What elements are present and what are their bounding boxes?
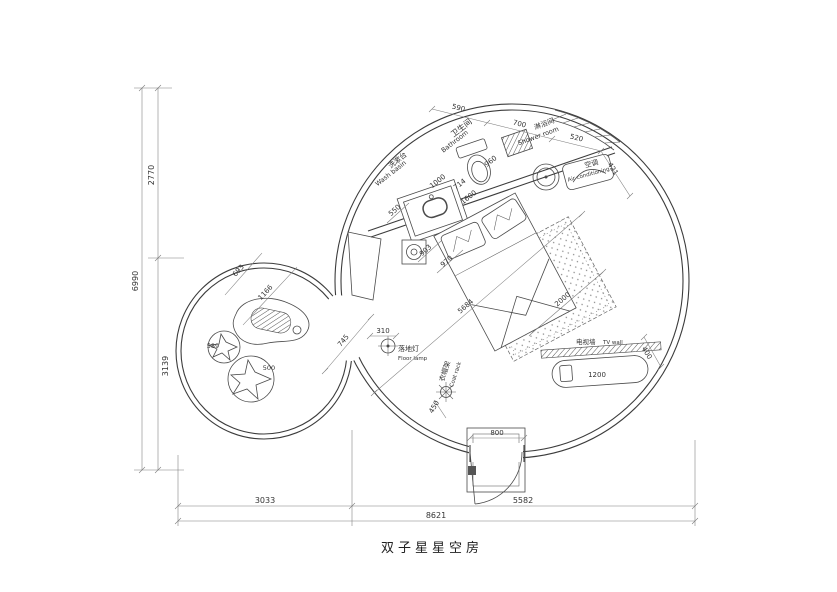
nightstand [401, 239, 427, 265]
plant-stool-small [207, 330, 241, 364]
pillow [440, 221, 486, 259]
sink-basin [422, 197, 448, 219]
dim-310: 310 [376, 327, 389, 335]
plant-stool-large [227, 355, 275, 403]
sheet-title: 双子星星空房 [381, 540, 483, 556]
door-width-dim-line [466, 434, 528, 442]
blanket-fold [471, 258, 550, 316]
pillow [481, 198, 527, 240]
shower-basin [532, 163, 560, 191]
bathroom-dim-chain [428, 105, 634, 200]
dim-450: 450 [427, 399, 441, 415]
dim-589: 589 [207, 342, 219, 350]
dim-5582: 5582 [513, 496, 533, 505]
dim-1200: 1200 [588, 371, 606, 379]
floorlamp-label-en: Floor lamp [398, 356, 428, 362]
dim-2770: 2770 [147, 165, 156, 185]
dim-714: 714 [452, 177, 468, 192]
tv-wall [540, 341, 662, 359]
organic-counter [232, 297, 310, 345]
dim-8621: 8621 [426, 511, 446, 520]
floor-lamp [378, 336, 398, 356]
faucet [428, 194, 434, 200]
left-dim-block [134, 84, 184, 474]
dim-1166: 1166 [257, 283, 275, 302]
dim-520: 520 [569, 133, 584, 144]
dim-6990: 6990 [131, 271, 140, 291]
bottom-dim-block [174, 430, 699, 526]
dim-500: 500 [263, 364, 275, 372]
rack-dim-line [433, 399, 447, 419]
coat-rack [436, 382, 456, 402]
dim-800: 800 [490, 429, 503, 437]
lamp-dim-line [366, 332, 400, 340]
door-leaf [469, 451, 476, 505]
dim-3139: 3139 [161, 356, 170, 376]
entry-door [468, 445, 525, 505]
tv-depth-dim-line [640, 333, 665, 371]
dim-590: 590 [451, 103, 466, 114]
coatrack-label-zh: 衣帽架 [437, 360, 452, 383]
door-swing-arc [474, 451, 523, 505]
shower-wall-tiling [551, 109, 621, 151]
tvwall-label-en: TV wall [602, 340, 623, 346]
floorlamp-label-zh: 落地灯 [398, 344, 419, 353]
toilet [455, 138, 491, 185]
door-hinge [468, 466, 476, 475]
dim-700: 700 [512, 119, 527, 130]
room-passage-opening [322, 294, 366, 362]
bed [433, 192, 577, 352]
tv-cabinet [551, 355, 649, 388]
tvwall-label-zh: 电视墙 [576, 337, 596, 346]
hatched-fixture [500, 128, 534, 158]
ac-unit [562, 153, 614, 191]
spa-basin [250, 307, 292, 334]
dim-3033: 3033 [255, 496, 275, 505]
ac-label-zh: 空调 [583, 157, 599, 169]
passage-closet [347, 231, 382, 301]
blanket-fold [500, 295, 571, 348]
interior-dim-lines [224, 202, 607, 397]
door-opening [469, 443, 523, 462]
dim-960: 960 [483, 154, 498, 169]
